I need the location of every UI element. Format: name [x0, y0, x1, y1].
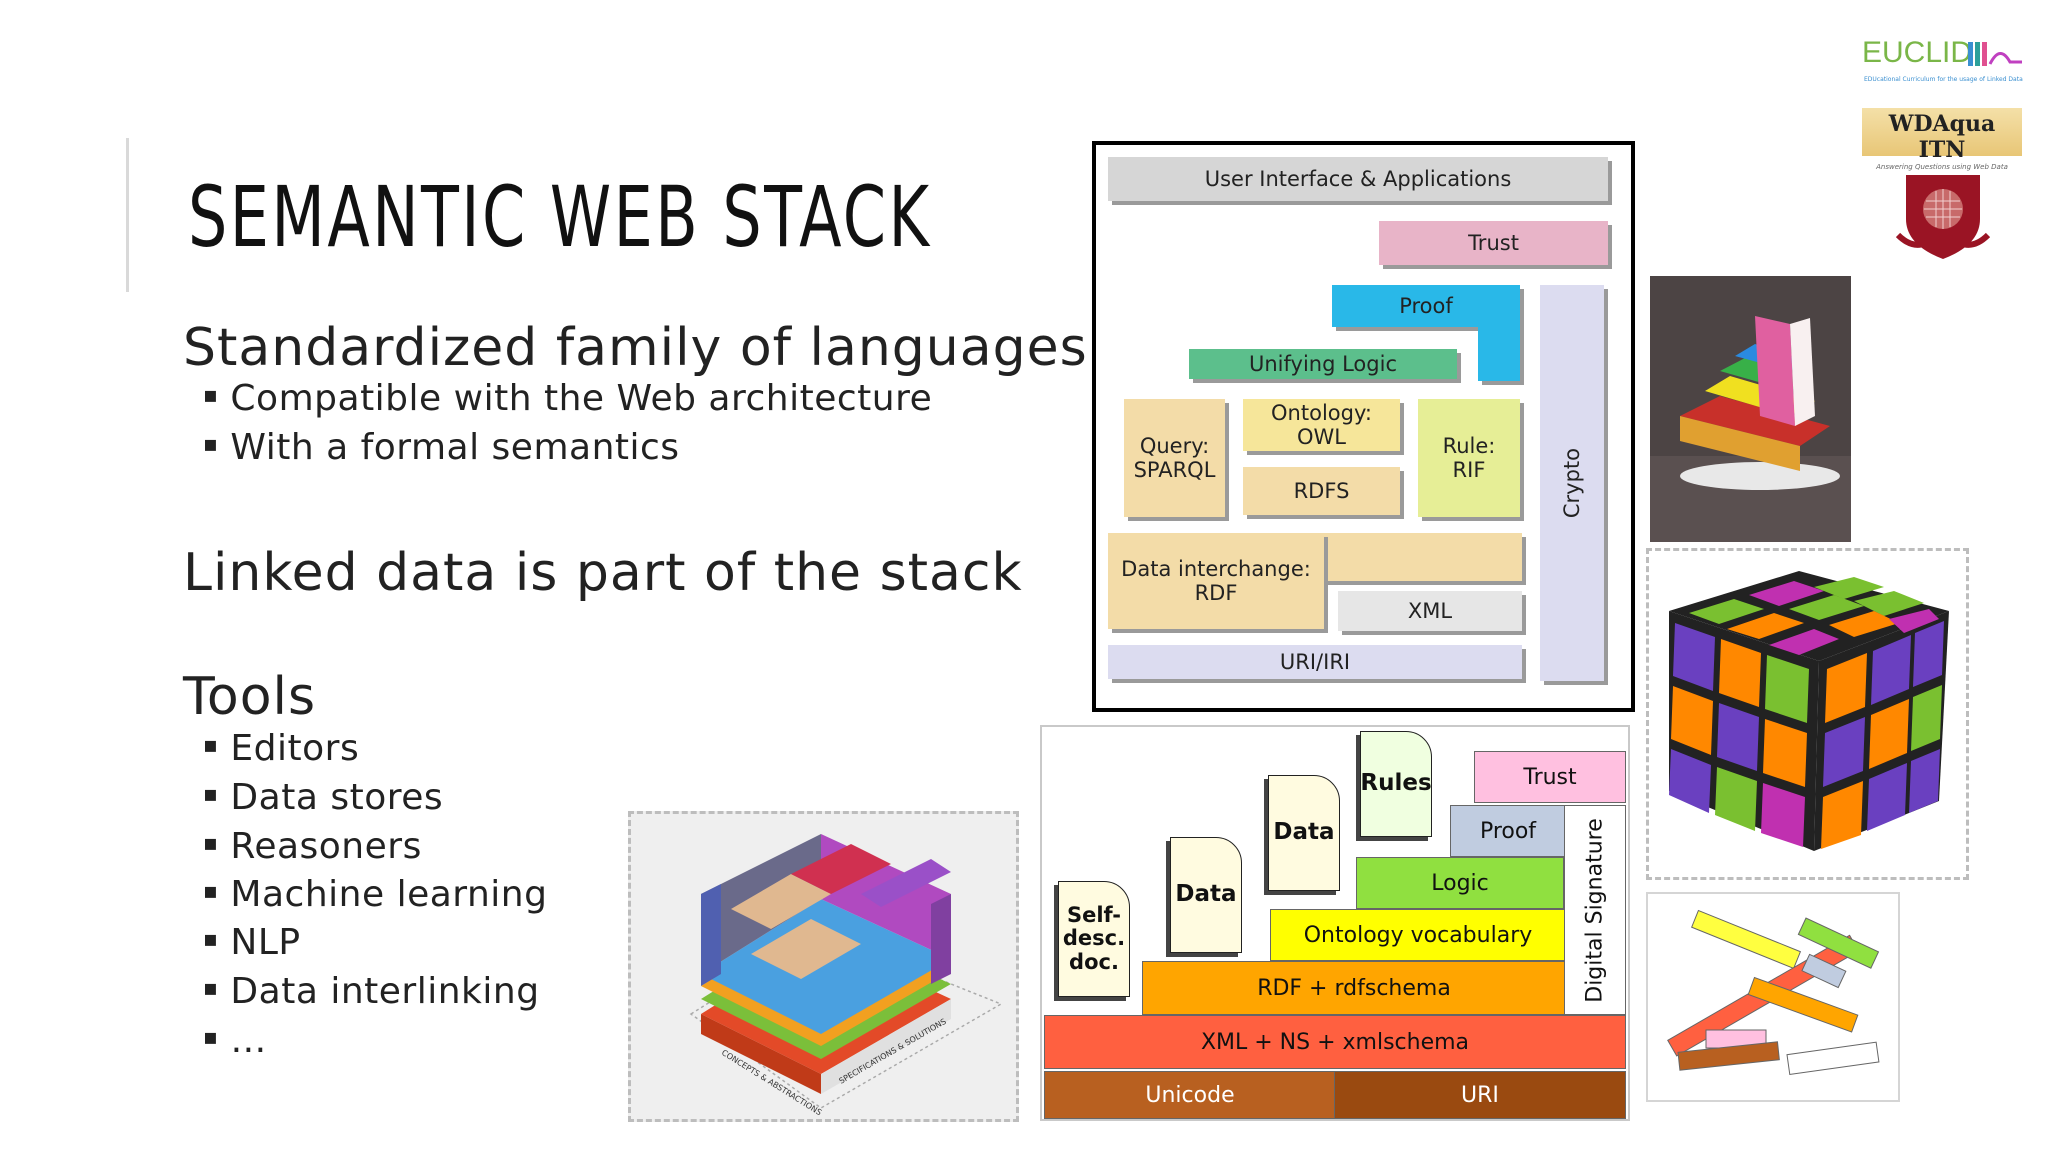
section-heading: Standardized family of languages — [183, 318, 1088, 378]
bullet: Machine learning — [203, 874, 547, 915]
layer-proof: Proof — [1450, 805, 1566, 857]
block-ui-applications: User Interface & Applications — [1108, 157, 1608, 201]
block-rule-rif: Rule: RIF — [1418, 399, 1520, 517]
section-heading: Linked data is part of the stack — [183, 543, 1023, 603]
bullet: Compatible with the Web architecture — [203, 378, 932, 419]
rubik-cube-image — [1669, 571, 1949, 851]
shield-logo — [1896, 175, 1990, 259]
slide-title: SEMANTIC WEB STACK — [188, 168, 932, 266]
layer-xml-ns-xmlschema: XML + NS + xmlschema — [1044, 1015, 1626, 1069]
doc-self-desc: Self- desc. doc. — [1058, 881, 1130, 997]
3d-stack-illustration: CONCEPTS & ABSTRACTIONS SPECIFICATIONS &… — [628, 811, 1019, 1122]
crypto-label: Crypto — [1559, 447, 1584, 519]
strips-image — [1667, 909, 1880, 1076]
layer-cake-diagram: Unicode URI XML + NS + xmlschema RDF + r… — [1040, 725, 1630, 1121]
wdaqua-subtitle: Answering Questions using Web Data — [1876, 163, 2008, 171]
bullet: Data stores — [203, 777, 443, 818]
block-unifying-logic: Unifying Logic — [1189, 349, 1457, 379]
section-heading: Tools — [183, 667, 317, 727]
doc-data-1: Data — [1170, 837, 1242, 953]
bullet: Editors — [203, 728, 359, 769]
block-trust: Trust — [1379, 221, 1608, 265]
digital-signature-label: Digital Signature — [1582, 817, 1608, 1003]
euclid-logo: EUCLID EDUcational Curriculum for the us… — [1862, 36, 2024, 86]
bullet: With a formal semantics — [203, 427, 680, 468]
accent-bar — [126, 138, 129, 292]
bullet: Reasoners — [203, 826, 422, 867]
semantic-web-stack-diagram: User Interface & Applications Trust Proo… — [1092, 141, 1635, 712]
layer-ontology-vocabulary: Ontology vocabulary — [1270, 909, 1566, 961]
block-rdfs: RDFS — [1243, 467, 1400, 515]
photo-pyramid-cake — [1650, 276, 1851, 542]
bullet: Data interlinking — [203, 971, 540, 1012]
layer-uri: URI — [1334, 1071, 1626, 1119]
block-proof-tail — [1478, 285, 1520, 381]
euclid-subtitle: EDUcational Curriculum for the usage of … — [1864, 76, 2023, 83]
block-ontology-owl: Ontology: OWL — [1243, 399, 1400, 451]
layer-logic: Logic — [1356, 857, 1564, 909]
3d-stack-image: CONCEPTS & ABSTRACTIONS SPECIFICATIONS &… — [689, 834, 1003, 1117]
cake-photo-image — [1650, 276, 1851, 542]
wdaqua-logo-text: WDAqua ITN — [1888, 111, 1996, 163]
doc-rules: Rules — [1360, 731, 1432, 837]
block-crypto: Crypto — [1540, 285, 1604, 681]
block-xml: XML — [1338, 591, 1522, 631]
block-data-interchange-rdf: Data interchange: RDF — [1108, 533, 1324, 629]
layer-trust: Trust — [1474, 751, 1626, 803]
stack-strips-illustration — [1646, 892, 1900, 1102]
layer-unicode: Unicode — [1044, 1071, 1336, 1119]
layer-digital-signature: Digital Signature — [1564, 805, 1626, 1015]
books-icon — [1968, 42, 2022, 66]
bullet: … — [203, 1020, 267, 1061]
euclid-logo-text: EUCLID — [1862, 36, 1973, 69]
bullet: NLP — [203, 922, 301, 963]
wdaqua-logo: WDAqua ITN Answering Questions using Web… — [1862, 108, 2022, 171]
layer-rdf-rdfschema: RDF + rdfschema — [1142, 961, 1566, 1015]
doc-data-2: Data — [1268, 775, 1340, 891]
rubik-cube-illustration — [1646, 548, 1969, 880]
block-uri-iri: URI/IRI — [1108, 645, 1522, 679]
block-query-sparql: Query: SPARQL — [1124, 399, 1225, 517]
